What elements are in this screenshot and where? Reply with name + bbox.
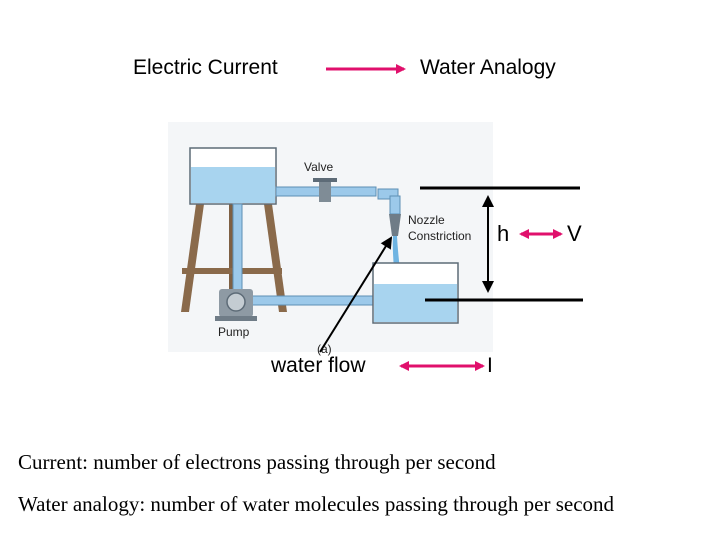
figure-tag: (a) bbox=[317, 342, 332, 356]
nozzle-icon bbox=[389, 214, 401, 236]
current-definition-text: : number of electrons passing through pe… bbox=[82, 450, 496, 474]
valve-icon bbox=[313, 178, 337, 202]
water-flow-pointer bbox=[319, 236, 393, 353]
water-system-illustration: Valve Nozzle Constriction Pump (a) bbox=[168, 122, 493, 356]
upper-tank bbox=[189, 147, 277, 205]
current-symbol: I bbox=[487, 354, 493, 377]
voltage-symbol: V bbox=[567, 221, 582, 246]
current-definition: Current: number of electrons passing thr… bbox=[18, 450, 496, 475]
height-symbol: h bbox=[497, 221, 510, 246]
electric-current-title: Electric Current bbox=[133, 56, 278, 79]
current-term: Current bbox=[18, 450, 83, 474]
water-flow-label: water flow bbox=[271, 354, 366, 377]
water-analogy-title: Water Analogy bbox=[420, 56, 556, 79]
water-analogy-definition: Water analogy: number of water molecules… bbox=[18, 492, 615, 516]
valve-label: Valve bbox=[304, 160, 333, 174]
pump-icon bbox=[215, 289, 257, 321]
nozzle-label: Nozzle bbox=[408, 213, 445, 227]
constriction-label: Constriction bbox=[408, 229, 471, 243]
pump-label: Pump bbox=[218, 325, 250, 339]
lower-tank bbox=[372, 262, 459, 324]
